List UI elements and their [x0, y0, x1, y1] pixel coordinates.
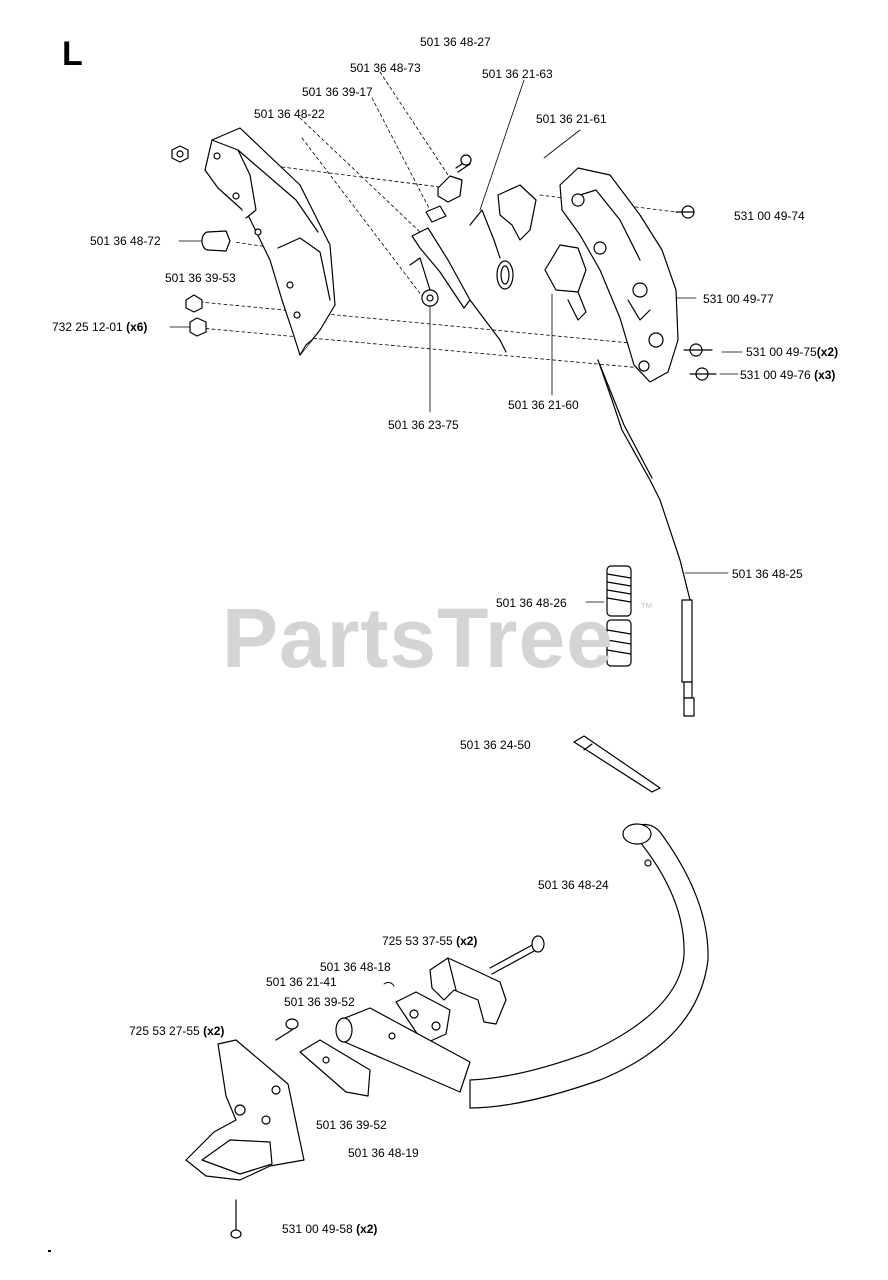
watermark-trademark: ™ — [640, 600, 653, 615]
nut-732 — [189, 317, 207, 337]
label-501-36-39-53: 501 36 39-53 — [165, 271, 236, 285]
throttle-cable — [597, 359, 695, 717]
label-725-53-37-55: 725 53 37-55 (x2) — [382, 934, 478, 948]
label-501-36-48-22: 501 36 48-22 — [254, 107, 325, 121]
label-501-36-48-27: 501 36 48-27 — [420, 35, 491, 49]
lever-23-75 — [409, 257, 439, 307]
leader-lines — [199, 71, 677, 369]
nut-39-53 — [185, 294, 203, 313]
handle-housing — [204, 127, 336, 356]
label-732-25-12-01: 732 25 12-01 (x6) — [52, 320, 148, 334]
screw-725-27 — [275, 1018, 299, 1041]
label-501-36-39-17: 501 36 39-17 — [302, 85, 373, 99]
screw-top — [455, 154, 472, 173]
cap-48-27 — [437, 175, 463, 203]
label-501-36-39-52-lower: 501 36 39-52 — [316, 1118, 387, 1132]
switch-21-60 — [544, 244, 587, 321]
trigger-21-61 — [497, 184, 537, 241]
tube-48-19 — [335, 1007, 471, 1093]
label-501-36-48-72: 501 36 48-72 — [90, 234, 161, 248]
spring-21-63 — [469, 209, 514, 290]
label-531-00-49-58: 531 00 49-58 (x2) — [282, 1222, 378, 1236]
label-501-36-48-18: 501 36 48-18 — [320, 960, 391, 974]
label-501-36-21-60: 501 36 21-60 — [508, 398, 579, 412]
label-501-36-48-26: 501 36 48-26 — [496, 596, 567, 610]
label-501-36-48-73: 501 36 48-73 — [350, 61, 421, 75]
screw-49-58 — [230, 1199, 242, 1239]
section-letter: L — [62, 35, 83, 73]
label-501-36-21-63: 501 36 21-63 — [482, 67, 553, 81]
label-725-53-27-55: 725 53 27-55 (x2) — [129, 1024, 225, 1038]
label-501-36-48-25: 501 36 48-25 — [732, 567, 803, 581]
handle-housing-right — [559, 167, 679, 383]
label-531-00-49-75: 531 00 49-75(x2) — [746, 345, 839, 359]
label-501-36-24-50: 501 36 24-50 — [460, 738, 531, 752]
throttle-lever-39-17 — [411, 227, 507, 353]
insert-39-52b — [299, 1039, 371, 1097]
cap-48-72 — [201, 230, 231, 252]
label-501-36-48-19: 501 36 48-19 — [348, 1146, 419, 1160]
label-501-36-48-24: 501 36 48-24 — [538, 878, 609, 892]
loop-handle-48-24 — [469, 823, 709, 1109]
nut-small — [171, 145, 189, 163]
cable-tie-24-50 — [573, 735, 661, 793]
label-531-00-49-77: 531 00 49-77 — [703, 292, 774, 306]
label-531-00-49-74: 531 00 49-74 — [734, 209, 805, 223]
watermark-logo: PartsTree — [222, 591, 614, 685]
hose-48-26 — [606, 565, 632, 667]
label-531-00-49-76: 531 00 49-76 (x3) — [740, 368, 836, 382]
bolt-725-37 — [489, 935, 545, 975]
bracket-48-19 — [185, 1039, 305, 1181]
label-501-36-21-61: 501 36 21-61 — [536, 112, 607, 126]
label-501-36-39-52-upper: 501 36 39-52 — [284, 995, 355, 1009]
plate-48-73 — [425, 205, 447, 223]
screws-49 — [675, 205, 717, 381]
clamp-48-18 — [429, 957, 507, 1025]
pin-21-41 — [383, 981, 395, 987]
label-501-36-23-75: 501 36 23-75 — [388, 418, 459, 432]
label-501-36-21-41: 501 36 21-41 — [266, 975, 337, 989]
corner-mark — [48, 1250, 51, 1252]
